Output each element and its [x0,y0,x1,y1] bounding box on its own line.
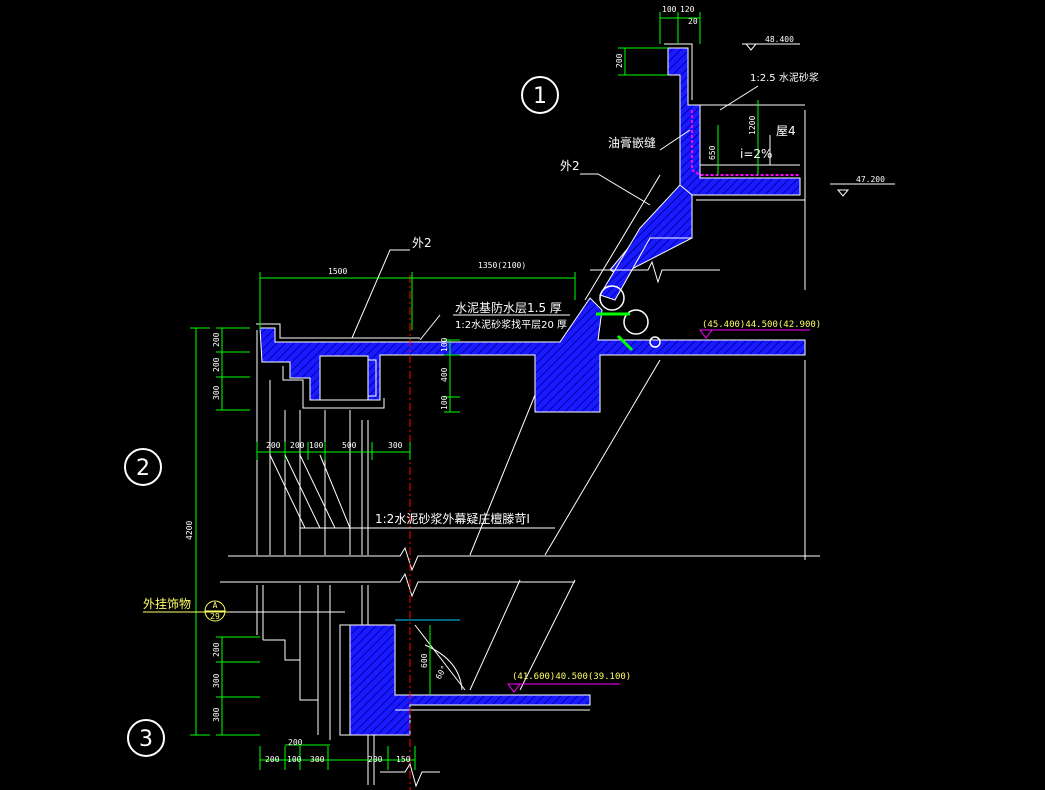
label-leveling: 1:2水泥砂浆找平层20 厚 [455,318,567,331]
svg-text:2: 2 [136,456,150,481]
svg-text:100: 100 [440,395,449,410]
middle-slab [256,297,806,560]
annotation-labels: 1:2.5 水泥砂浆 屋4 i=2% 油膏嵌缝 外2 外2 水泥基防水层1.5 … [143,71,819,613]
svg-text:300: 300 [388,441,403,450]
svg-text:500: 500 [342,441,357,450]
section-marker-2: 2 [124,448,162,486]
label-slope: i=2% [740,147,772,161]
label-hanging-decor: 外挂饰物 [143,597,191,611]
svg-text:200: 200 [212,642,221,657]
level-middle: (45.400)44.500(42.900) [702,320,821,330]
label-waterproof: 水泥基防水层1.5 厚 [455,300,562,315]
break-line-upper [590,260,720,284]
break-line-middle [220,546,820,788]
svg-text:200: 200 [266,441,281,450]
svg-text:120: 120 [680,5,695,14]
level-marks: 48.400 47.200 (45.400)44.500(42.900) (41… [507,35,895,693]
svg-text:29: 29 [210,612,220,621]
detail-callout: A 29 [204,600,226,622]
svg-text:200: 200 [212,357,221,372]
svg-text:100: 100 [287,755,302,764]
dimensions [190,12,759,770]
svg-text:1500: 1500 [328,267,347,276]
level-roof: 47.200 [856,175,885,184]
joint-symbols [596,285,661,352]
label-wall-upper: 外2 [560,159,580,173]
svg-text:400: 400 [440,367,449,382]
svg-text:1200: 1200 [748,116,757,135]
svg-text:100: 100 [440,337,449,352]
dimension-labels: 100 120 20 200 1200 650 1500 1350(2100) … [185,5,757,764]
label-eave-note: 1:2水泥砂浆外幕疑庄檀滕苛I [375,511,530,526]
svg-text:4200: 4200 [185,521,194,540]
svg-text:200: 200 [265,755,280,764]
svg-text:200: 200 [288,738,303,747]
svg-text:300: 300 [310,755,325,764]
svg-text:650: 650 [708,145,717,160]
section-marker-3: 3 [127,719,165,757]
svg-text:300: 300 [212,707,221,722]
label-roof-tag: 屋4 [776,124,796,138]
svg-text:3: 3 [139,727,153,752]
svg-text:1350(2100): 1350(2100) [478,261,526,270]
label-sealant: 油膏嵌缝 [608,135,656,150]
svg-text:200: 200 [615,53,624,68]
svg-text:300: 300 [212,673,221,688]
svg-text:200: 200 [368,755,383,764]
svg-text:200: 200 [212,332,221,347]
svg-text:100: 100 [662,5,677,14]
upper-diagonal-wall [584,174,693,301]
level-lower: (41.600)40.500(39.100) [512,672,631,682]
svg-text:1: 1 [533,84,547,109]
svg-text:200: 200 [290,441,305,450]
svg-text:600: 600 [420,653,429,668]
level-top: 48.400 [765,35,794,44]
section-marker-1: 1 [521,76,559,114]
label-wall-mid: 外2 [412,236,432,250]
svg-text:150: 150 [396,755,411,764]
svg-text:20: 20 [688,17,698,26]
label-mortar-top: 1:2.5 水泥砂浆 [750,71,819,84]
svg-text:300: 300 [212,385,221,400]
svg-text:A: A [213,601,218,610]
svg-text:100: 100 [309,441,324,450]
